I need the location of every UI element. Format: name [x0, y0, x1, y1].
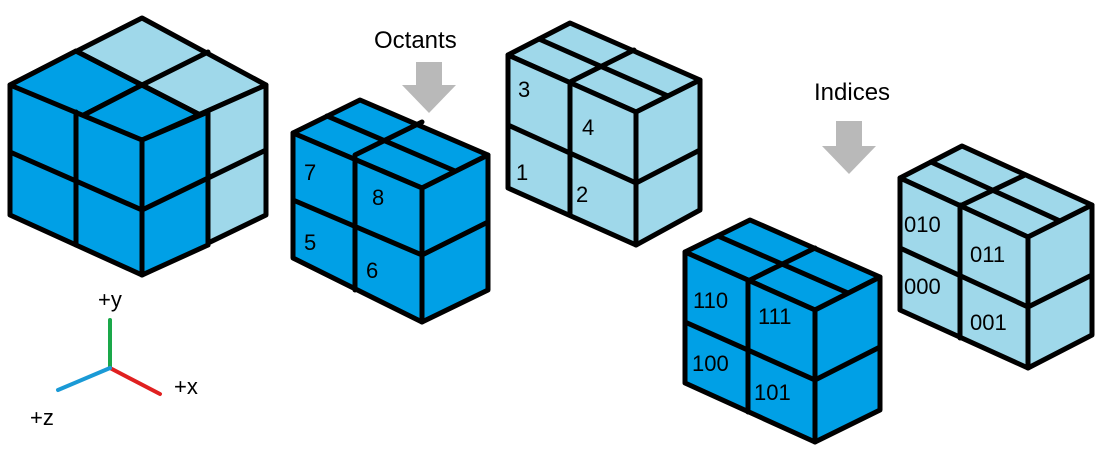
z-axis-line	[56, 366, 112, 392]
z-axis-label: +z	[30, 405, 54, 430]
axes-gizmo: +y +x +z	[30, 287, 198, 430]
indices-front-half	[682, 217, 883, 445]
index-label: 111	[758, 304, 791, 329]
index-label: 001	[970, 310, 1007, 335]
octant-label: 3	[518, 77, 530, 102]
index-label: 101	[754, 380, 791, 405]
octant-label: 5	[304, 230, 316, 255]
index-label: 100	[692, 351, 729, 376]
octants-back-half	[505, 20, 703, 248]
octant-label: 6	[366, 258, 378, 283]
x-axis-line	[108, 366, 162, 396]
indices-back-half	[897, 143, 1095, 371]
indices-title: Indices	[814, 79, 890, 106]
octant-label: 7	[304, 160, 316, 185]
y-axis-label: +y	[98, 287, 122, 312]
octants-arrow-icon	[402, 62, 456, 113]
indices-arrow-icon	[822, 121, 876, 174]
octant-label: 1	[516, 160, 528, 185]
index-label: 011	[970, 242, 1005, 267]
octants-title: Octants	[374, 27, 457, 54]
indices-back-side	[1025, 202, 1095, 371]
x-axis-label: +x	[174, 374, 198, 399]
index-label: 110	[693, 288, 728, 313]
index-label: 000	[904, 274, 941, 299]
index-label: 010	[904, 212, 941, 237]
octants-front-half	[290, 97, 491, 325]
octants-back-side	[633, 77, 703, 248]
octant-label: 4	[582, 115, 594, 140]
octant-label: 2	[576, 182, 588, 207]
octant-label: 8	[372, 185, 384, 210]
indices-front-side	[812, 274, 883, 445]
full-cube	[7, 15, 269, 278]
